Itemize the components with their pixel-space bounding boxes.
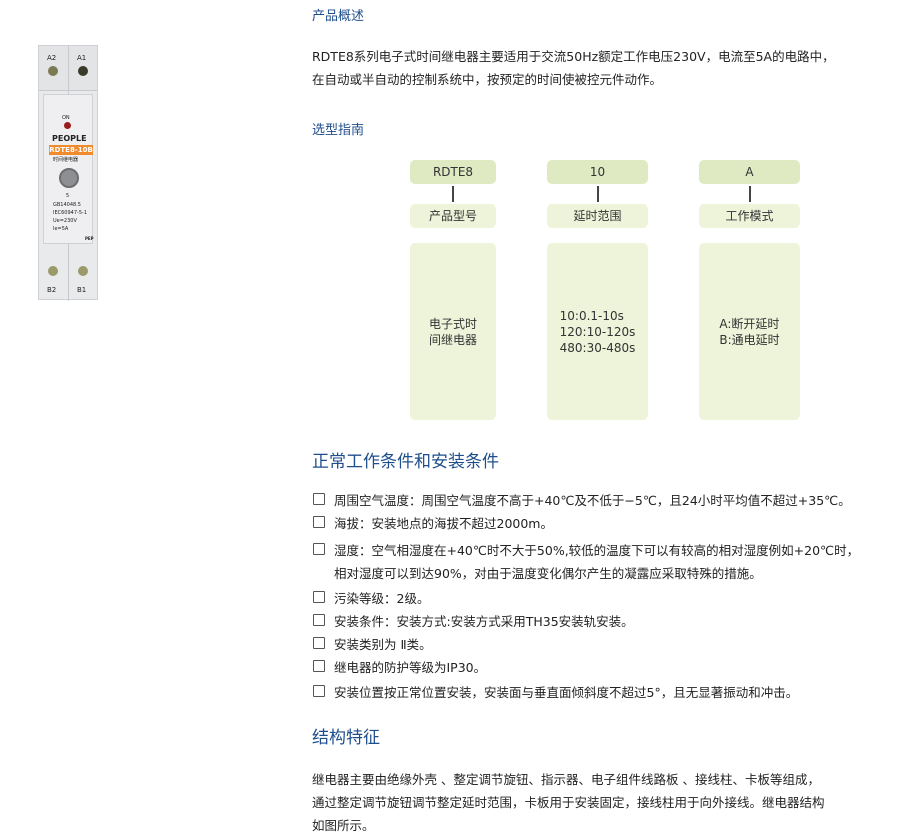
condition-item: 安装类别为 Ⅱ类。 <box>334 637 432 652</box>
structure-line: 继电器主要由绝缘外壳 、整定调节旋钮、指示器、电子组件线路板 、接线柱、卡板等组… <box>312 772 820 787</box>
terminal-label-b1: B1 <box>77 286 87 294</box>
conditions-heading: 正常工作条件和安装条件 <box>312 452 499 472</box>
label-box-delay: 延时范围 <box>547 204 648 228</box>
structure-line: 通过整定调节旋钮调节整定延时范围，卡板用于安装固定，接线柱用于向外接线。继电器结… <box>312 795 825 810</box>
desc-box-mode: A:断开延时 B:通电延时 <box>699 243 800 420</box>
checkbox-icon <box>313 614 325 626</box>
desc-box-delay: 10:0.1-10s 120:10-120s 480:30-480s <box>547 243 648 420</box>
product-image-relay: A2 A1 ON PEOPLE RDTE8-10B 时间继电器 5 GB1404… <box>38 45 98 301</box>
terminal-screw-icon <box>78 266 88 276</box>
structure-heading: 结构特征 <box>312 728 380 748</box>
connector-line <box>597 186 599 202</box>
condition-item: 继电器的防护等级为IP30。 <box>334 660 487 675</box>
code-box-delay: 10 <box>547 160 648 184</box>
condition-item: 海拔：安装地点的海拔不超过2000m。 <box>334 516 553 531</box>
adjust-knob-icon <box>59 168 79 188</box>
type-label: 时间继电器 <box>53 157 79 163</box>
terminal-label-b2: B2 <box>47 286 57 294</box>
on-label: ON <box>62 115 70 121</box>
condition-item: 污染等级：2级。 <box>334 591 430 606</box>
terminal-screw-icon <box>48 266 58 276</box>
condition-item: 安装条件：安装方式:安装方式采用TH35安装轨安装。 <box>334 614 634 629</box>
pep-label: PEP <box>85 236 94 241</box>
checkbox-icon <box>313 543 325 555</box>
condition-item: 周围空气温度：周围空气温度不高于+40℃及不低于−5℃，且24小时平均值不超过+… <box>334 493 851 508</box>
selection-heading: 选型指南 <box>312 123 365 138</box>
checkbox-icon <box>313 685 325 697</box>
terminal-label-a1: A1 <box>77 54 87 62</box>
terminal-label-a2: A2 <box>47 54 57 62</box>
standard-label: GB14048.5 <box>53 202 81 208</box>
code-box-mode: A <box>699 160 800 184</box>
checkbox-icon <box>313 516 325 528</box>
voltage-label: Ue=230V <box>53 218 77 224</box>
overview-line: 在自动或半自动的控制系统中，按预定的时间使被控元件动作。 <box>312 72 663 87</box>
desc-box-model: 电子式时 间继电器 <box>410 243 496 420</box>
current-label: Ie=5A <box>53 226 69 232</box>
brand-logo: PEOPLE <box>52 134 87 143</box>
checkbox-icon <box>313 637 325 649</box>
standard-label: IEC60947-5-1 <box>53 210 88 216</box>
condition-item-continued: 相对湿度可以到达90%，对由于温度变化偶尔产生的凝露应采取特殊的措施。 <box>334 566 762 581</box>
checkbox-icon <box>313 660 325 672</box>
condition-item: 湿度：空气相湿度在+40℃时不大于50%,较低的温度下可以有较高的相对湿度例如+… <box>334 543 860 558</box>
terminal-screw-icon <box>78 66 88 76</box>
label-box-mode: 工作模式 <box>699 204 800 228</box>
terminal-screw-icon <box>48 66 58 76</box>
checkbox-icon <box>313 493 325 505</box>
connector-line <box>749 186 751 202</box>
code-box-model: RDTE8 <box>410 160 496 184</box>
structure-line: 如图所示。 <box>312 818 375 833</box>
indicator-led-icon <box>64 122 71 129</box>
condition-item: 安装位置按正常位置安装，安装面与垂直面倾斜度不超过5°，且无显著振动和冲击。 <box>334 685 799 700</box>
checkbox-icon <box>313 591 325 603</box>
connector-line <box>452 186 454 202</box>
model-label: RDTE8-10B <box>49 145 93 155</box>
label-box-model: 产品型号 <box>410 204 496 228</box>
overview-heading: 产品概述 <box>312 9 365 24</box>
knob-label: 5 <box>66 193 70 199</box>
overview-line: RDTE8系列电子式时间继电器主要适用于交流50Hz额定工作电压230V，电流至… <box>312 49 835 64</box>
